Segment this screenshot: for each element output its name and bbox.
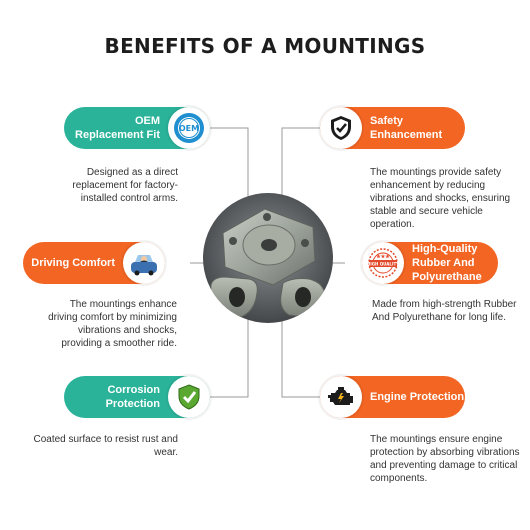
benefit-label-high-quality: High-Quality Rubber And Polyurethane [412,243,482,283]
benefit-pill-high-quality: HIGH QUALITY ★★★ High-Quality Rubber And… [362,242,498,284]
benefit-pill-safety: Safety Enhancement [320,107,465,149]
benefit-label-oem: OEM Replacement Fit [75,115,160,141]
benefit-desc-engine: The mountings ensure engine protection b… [370,434,520,484]
page-title: BENEFITS OF A MOUNTINGS [104,34,426,58]
high-quality-stamp-text: HIGH QUALITY [367,262,399,267]
benefit-pill-oem: OEM Replacement Fit OEM [64,107,210,149]
benefit-desc-driving-comfort: The mountings enhance driving comfort by… [48,299,177,349]
benefit-label-engine: Engine Protection [370,391,465,403]
shield-check-icon [320,107,362,149]
driver-car-icon [123,242,165,284]
oem-badge-text: OEM [179,124,199,133]
benefit-label-corrosion: Corrosion Protection [105,384,160,410]
benefit-pill-driving-comfort: Driving Comfort [23,242,165,284]
shield-check-green-icon [168,376,210,418]
benefit-label-driving-comfort: Driving Comfort [31,257,115,269]
benefit-label-safety: Safety Enhancement [370,115,443,141]
strut-mount-image [203,193,333,323]
benefit-desc-safety: The mountings provide safety enhancement… [370,167,511,230]
high-quality-stamp-icon: HIGH QUALITY ★★★ [362,242,404,284]
benefit-pill-engine: Engine Protection [320,376,465,418]
oem-badge-icon: OEM [168,107,210,149]
benefit-desc-corrosion: Coated surface to resist rust and wear. [33,434,178,458]
benefit-pill-corrosion: Corrosion Protection [64,376,210,418]
benefit-desc-high-quality: Made from high-strength Rubber And Polyu… [372,299,517,323]
svg-text:★★★: ★★★ [376,254,390,260]
benefit-desc-oem: Designed as a direct replacement for fac… [72,167,178,204]
engine-icon [320,376,362,418]
